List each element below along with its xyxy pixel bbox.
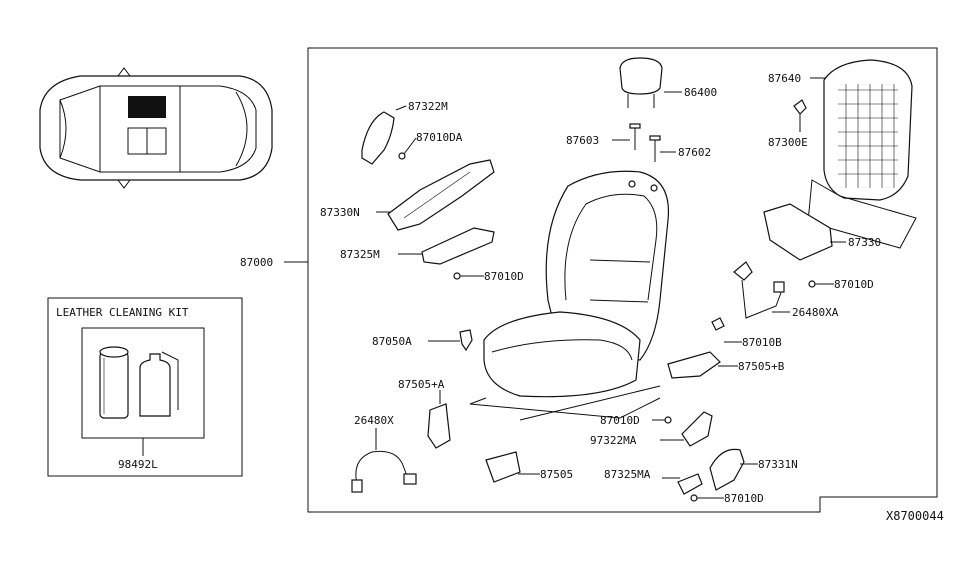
part-87505A bbox=[427, 403, 451, 449]
label-87010D-c[interactable]: 87010D bbox=[600, 414, 640, 427]
vehicle-top-view bbox=[39, 67, 273, 189]
drawing-id: X8700044 bbox=[886, 509, 944, 523]
seat-assembly bbox=[469, 170, 670, 421]
label-87010D-b[interactable]: 87010D bbox=[834, 278, 874, 291]
kit-title: LEATHER CLEANING KIT bbox=[56, 306, 189, 319]
part-26480XA bbox=[733, 261, 785, 319]
label-87010DA[interactable]: 87010DA bbox=[416, 131, 463, 144]
part-87325MA bbox=[677, 473, 703, 495]
part-87603 bbox=[629, 123, 641, 129]
label-87010D-d[interactable]: 87010D bbox=[724, 492, 764, 505]
part-26480X bbox=[351, 450, 417, 493]
label-97322MA[interactable]: 97322MA bbox=[590, 434, 637, 447]
part-87640 bbox=[807, 59, 917, 249]
label-87322M[interactable]: 87322M bbox=[408, 100, 448, 113]
label-87603[interactable]: 87603 bbox=[566, 134, 599, 147]
label-87000[interactable]: 87000 bbox=[240, 256, 273, 269]
part-87050A bbox=[459, 329, 473, 352]
part-86400 bbox=[619, 57, 663, 108]
label-87331N[interactable]: 87331N bbox=[758, 458, 798, 471]
label-87505B[interactable]: 87505+B bbox=[738, 360, 785, 373]
label-26480XA[interactable]: 26480XA bbox=[792, 306, 839, 319]
label-87330N[interactable]: 87330N bbox=[320, 206, 360, 219]
label-87325MA[interactable]: 87325MA bbox=[604, 468, 651, 481]
part-87330N bbox=[387, 159, 495, 231]
leather-cleaning-kit: LEATHER CLEANING KIT 98492L bbox=[47, 297, 243, 477]
part-87505B bbox=[667, 351, 721, 379]
part-87331N bbox=[709, 448, 745, 491]
part-87300E bbox=[793, 99, 807, 115]
label-87050A[interactable]: 87050A bbox=[372, 335, 412, 348]
part-87325M bbox=[421, 227, 495, 265]
label-87330[interactable]: 87330 bbox=[848, 236, 881, 249]
label-87010B[interactable]: 87010B bbox=[742, 336, 782, 349]
part-87330 bbox=[763, 203, 833, 261]
part-87602 bbox=[649, 135, 661, 141]
label-98492L[interactable]: 98492L bbox=[118, 458, 158, 471]
part-87505 bbox=[485, 451, 521, 483]
label-87640[interactable]: 87640 bbox=[768, 72, 801, 85]
part-87322M bbox=[361, 105, 407, 165]
label-87602[interactable]: 87602 bbox=[678, 146, 711, 159]
label-87325M[interactable]: 87325M bbox=[340, 248, 380, 261]
label-87010D-a[interactable]: 87010D bbox=[484, 270, 524, 283]
label-87300E[interactable]: 87300E bbox=[768, 136, 808, 149]
label-86400[interactable]: 86400 bbox=[684, 86, 717, 99]
part-97322MA bbox=[681, 411, 713, 447]
label-87505[interactable]: 87505 bbox=[540, 468, 573, 481]
label-87505A[interactable]: 87505+A bbox=[398, 378, 445, 391]
assembly-frame bbox=[307, 47, 938, 513]
part-87010B bbox=[711, 317, 725, 331]
label-26480X[interactable]: 26480X bbox=[354, 414, 394, 427]
